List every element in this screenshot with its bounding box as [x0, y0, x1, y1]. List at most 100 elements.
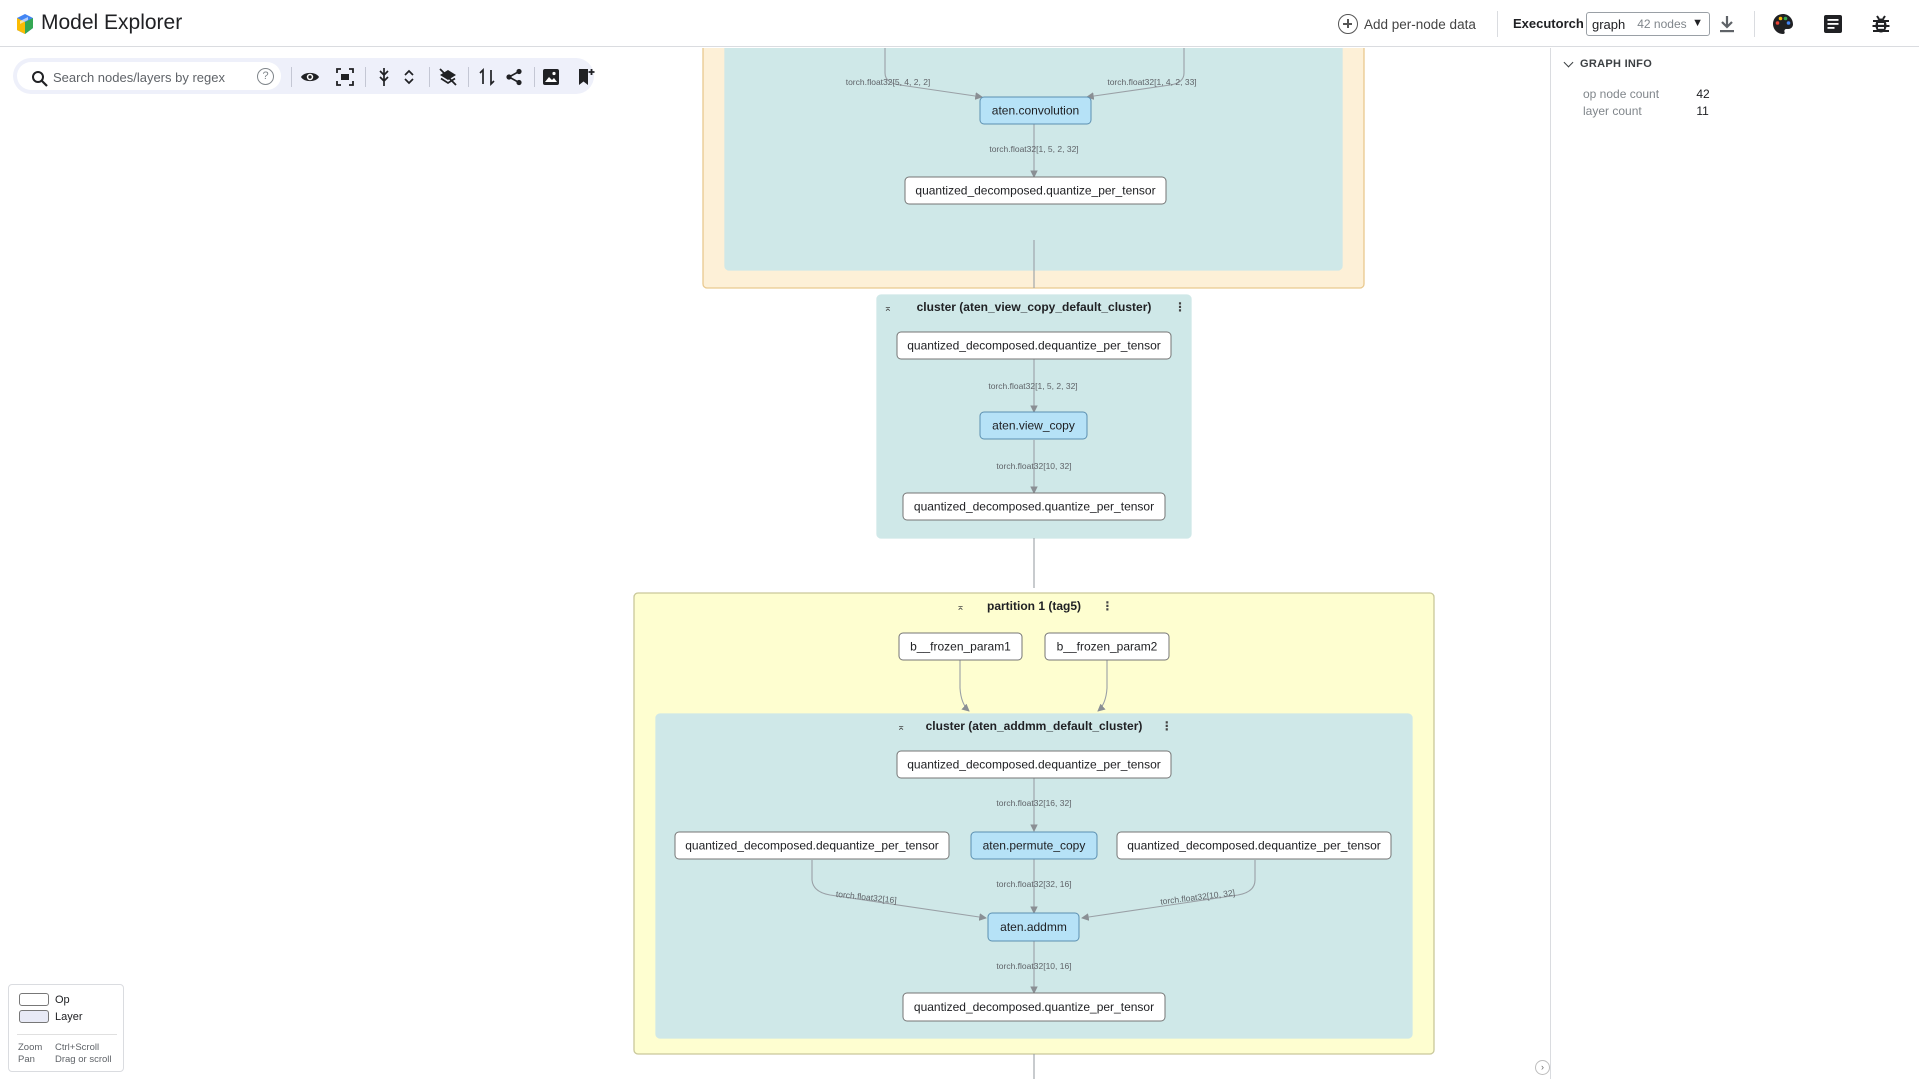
edge-label: torch.float32[1, 5, 2, 32] [988, 381, 1077, 391]
node-q3[interactable] [902, 992, 1166, 1022]
node-p2[interactable] [1044, 632, 1170, 661]
node-dq4[interactable] [1116, 831, 1392, 860]
graph-selector-value: graph [1592, 16, 1626, 32]
node-view[interactable] [979, 411, 1088, 440]
edge-label: torch.float32[1, 4, 2, 33] [1107, 77, 1196, 87]
node-conv[interactable] [979, 96, 1092, 125]
edge-label: torch.float32[5, 4, 2, 2] [846, 77, 931, 87]
header-divider [1497, 11, 1498, 37]
panel-collapse-toggle[interactable]: › [1535, 1060, 1550, 1075]
add-per-node-data-label: Add per-node data [1364, 16, 1476, 32]
group-more-icon[interactable]: ⋮ [1101, 599, 1113, 613]
graph-info-section-header[interactable]: GRAPH INFO [1563, 57, 1653, 70]
dropdown-caret-icon: ▼ [1692, 17, 1703, 29]
layers-off-icon[interactable] [438, 67, 458, 87]
node-label: quantized_decomposed.dequantize_per_tens… [1127, 839, 1381, 853]
node-label: b__frozen_param2 [1057, 640, 1158, 654]
edge-e_dq4_addmm [1081, 860, 1256, 921]
info-side-panel: GRAPH INFO op node count 42 layer count … [1550, 48, 1919, 1079]
toolbar-divider [291, 67, 292, 87]
group-more-icon[interactable]: ⋮ [1161, 719, 1173, 733]
search-icon [32, 71, 48, 87]
node-label: aten.view_copy [992, 419, 1075, 433]
collapse-group-icon[interactable]: ⌅ [897, 722, 905, 733]
group-label: cluster (aten_addmm_default_cluster) [926, 719, 1143, 733]
graph-node-count: 42 nodes [1637, 17, 1687, 31]
legend-zoom-value: Ctrl+Scroll [55, 1042, 100, 1053]
header-divider [1754, 11, 1755, 37]
group-label: cluster (aten_view_copy_default_cluster) [917, 300, 1152, 314]
edge-e_p1_cluster [959, 660, 970, 712]
app-header: Model Explorer Add per-node data Executo… [0, 0, 1919, 47]
node-label: quantized_decomposed.quantize_per_tensor [914, 1000, 1154, 1014]
log-icon[interactable] [1821, 12, 1845, 36]
graph-selector[interactable]: graph 42 nodes ▼ [1586, 12, 1710, 36]
download-icon[interactable] [1715, 12, 1739, 36]
eye-icon[interactable] [300, 67, 320, 87]
image-export-icon[interactable] [541, 67, 561, 87]
edge-label: torch.float32[10, 32] [996, 461, 1071, 471]
info-value: 11 [1696, 104, 1709, 118]
bookmark-add-icon[interactable] [576, 67, 596, 87]
legend-layer-label: Layer [55, 1011, 83, 1023]
node-label: aten.permute_copy [983, 839, 1086, 853]
graph-info-title: GRAPH INFO [1580, 58, 1653, 70]
node-dq1[interactable] [896, 331, 1172, 360]
fit-to-screen-icon[interactable] [335, 67, 355, 87]
graph-legend: Op Layer Zoom Ctrl+Scroll Pan Drag or sc… [8, 984, 124, 1072]
node-q2[interactable] [902, 492, 1166, 521]
collapse-all-icon[interactable] [399, 67, 419, 87]
bug-icon[interactable] [1869, 12, 1893, 36]
app-title: Model Explorer [41, 11, 183, 34]
node-dq3[interactable] [674, 831, 950, 860]
help-icon[interactable]: ? [257, 68, 274, 85]
swap-vertical-icon[interactable] [477, 67, 497, 87]
group-label: partition 1 (tag5) [987, 599, 1081, 613]
group-more-icon[interactable]: ⋮ [1174, 300, 1186, 314]
edge-e_dq3_addmm [811, 860, 987, 921]
search-box: ? [17, 62, 281, 90]
palette-icon[interactable] [1771, 12, 1795, 36]
info-row-op-node-count: op node count 42 [1583, 87, 1710, 101]
graph-toolbar: ? [13, 58, 596, 94]
collapse-group-icon[interactable]: ⌅ [884, 303, 892, 314]
edge-e_p2_cluster [1097, 660, 1108, 712]
legend-layer-swatch [19, 1010, 49, 1023]
chevron-down-icon [1563, 57, 1574, 67]
edge-label: torch.float32[1, 5, 2, 32] [989, 144, 1078, 154]
node-label: aten.convolution [992, 104, 1079, 118]
node-q1[interactable] [904, 176, 1167, 205]
toolbar-divider [468, 67, 469, 87]
model-name: Executorch [1513, 16, 1584, 31]
edge-e_in_right [1086, 48, 1185, 100]
search-input[interactable] [53, 68, 253, 86]
toolbar-divider [365, 67, 366, 87]
node-perm[interactable] [970, 831, 1098, 860]
collapse-group-icon[interactable]: ⌅ [956, 602, 964, 613]
node-label: quantized_decomposed.dequantize_per_tens… [685, 839, 939, 853]
edge-label: torch.float32[10, 16] [996, 961, 1071, 971]
node-p1[interactable] [898, 632, 1023, 661]
info-key: layer count [1583, 104, 1642, 118]
legend-op-swatch [19, 993, 49, 1006]
node-label: quantized_decomposed.quantize_per_tensor [914, 500, 1154, 514]
node-addmm[interactable] [987, 912, 1080, 942]
toolbar-divider [429, 67, 430, 87]
graph-canvas[interactable]: cluster (aten_view_copy_default_cluster)… [0, 48, 1550, 1079]
legend-pan-key: Pan [18, 1054, 35, 1065]
add-circle-icon [1338, 14, 1358, 34]
legend-pan-value: Drag or scroll [55, 1054, 112, 1065]
node-label: b__frozen_param1 [910, 640, 1011, 654]
add-per-node-data-button[interactable]: Add per-node data [1338, 13, 1476, 35]
node-label: quantized_decomposed.dequantize_per_tens… [907, 339, 1161, 353]
graph-diagram[interactable]: cluster (aten_view_copy_default_cluster)… [0, 48, 1550, 1079]
info-value: 42 [1696, 87, 1710, 101]
expand-all-icon[interactable] [374, 67, 394, 87]
node-label: aten.addmm [1000, 920, 1067, 934]
edge-e_in_left [884, 48, 983, 100]
edge-label: torch.float32[32, 16] [996, 879, 1071, 889]
node-label: quantized_decomposed.quantize_per_tensor [915, 184, 1155, 198]
node-dq2[interactable] [896, 750, 1172, 779]
legend-op-label: Op [55, 994, 70, 1006]
share-icon[interactable] [504, 67, 524, 87]
